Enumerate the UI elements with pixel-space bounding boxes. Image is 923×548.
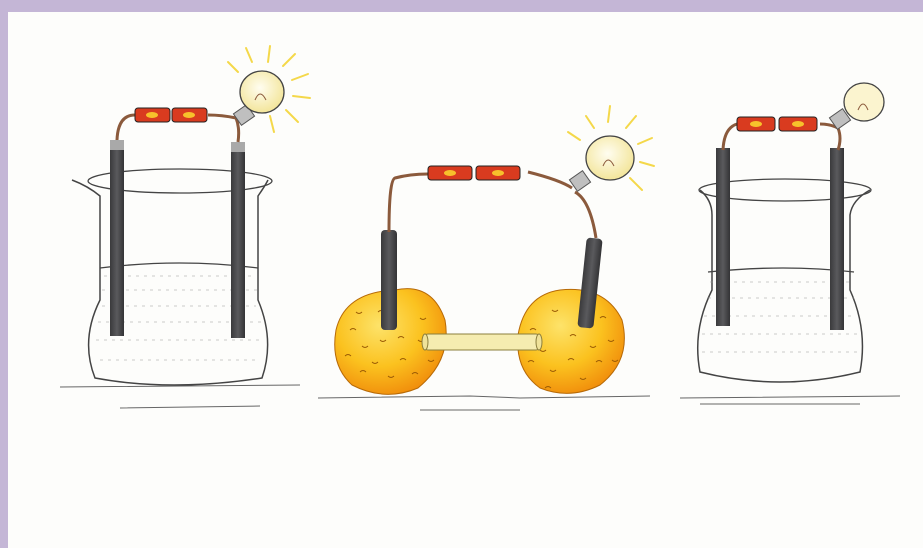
right-light-bulb-icon: [829, 83, 884, 129]
middle-light-bulb-icon: [568, 106, 654, 191]
left-electrode-2: [231, 150, 245, 338]
middle-battery: [428, 166, 520, 180]
middle-wire: [389, 172, 596, 238]
right-battery: [737, 117, 817, 131]
left-electrode-1: [110, 148, 124, 336]
middle-ground-line: [318, 396, 650, 410]
middle-setup: [318, 106, 654, 410]
left-ground-line: [60, 385, 300, 408]
salt-bridge: [422, 334, 542, 350]
right-ground-line: [680, 396, 900, 404]
left-setup: [60, 46, 310, 408]
left-battery: [135, 108, 207, 122]
middle-electrode-1: [381, 230, 397, 330]
right-electrode-1: [716, 148, 730, 326]
left-light-bulb-icon: [228, 46, 310, 132]
right-electrode-2: [830, 148, 844, 330]
right-setup: [680, 83, 900, 404]
